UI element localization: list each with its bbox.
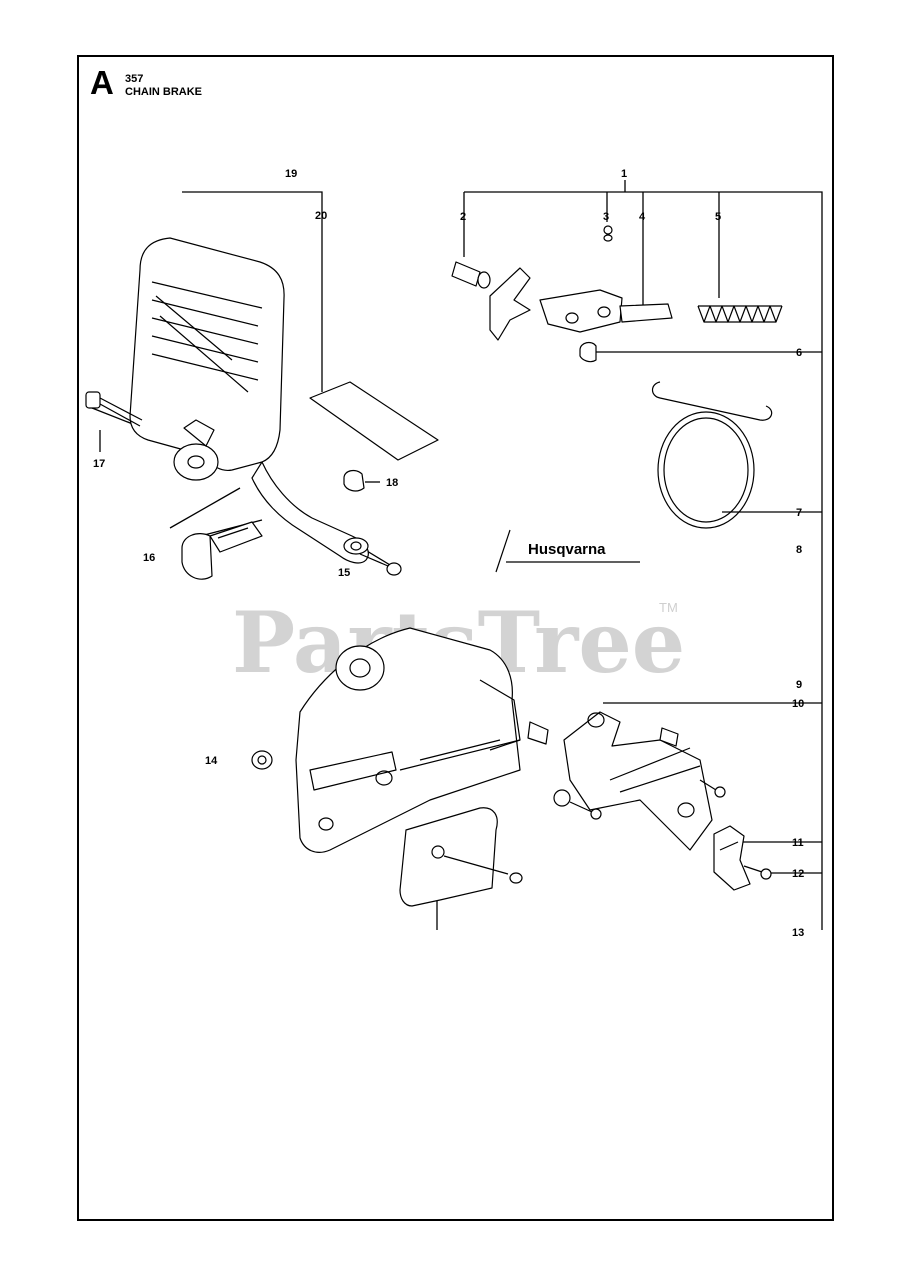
callout-2: 2 [460,211,466,223]
callout-17: 17 [93,458,105,470]
callout-18: 18 [386,477,398,489]
screw-15-part [359,553,402,576]
callout-9: 9 [796,679,802,691]
diagram-frame [77,55,834,1221]
hand-guard-part [129,237,369,564]
callout-labels: 1 2 3 4 5 6 7 8 9 10 11 12 13 14 15 16 1… [93,168,804,939]
section-title: CHAIN BRAKE [125,86,202,98]
callout-8: 8 [796,544,802,556]
brand-label: Husqvarna [528,541,606,558]
callout-6: 6 [796,347,802,359]
decal-part [309,381,439,461]
guide-plate-part [399,807,523,907]
washer-6-part [579,341,597,363]
brake-lever-4-part [489,267,673,341]
brake-band-7-part [651,381,773,529]
callout-7: 7 [796,507,802,519]
husqvarna-decal-part: Husqvarna [495,529,640,573]
callout-15: 15 [338,567,350,579]
callout-1: 1 [621,168,627,180]
spring-5-part [697,305,783,323]
callout-5: 5 [715,211,721,223]
callout-19: 19 [285,168,297,180]
callout-12: 12 [792,868,804,880]
clutch-cover-14-part [251,627,549,853]
callout-14: 14 [205,755,218,767]
screw-3-part [603,225,613,242]
cover-9-10-part [553,711,726,851]
screw-12-part [743,865,772,880]
clip-18-part [343,469,365,492]
model-number: 357 [125,73,144,85]
callout-11: 11 [792,837,804,849]
chain-catcher-11-part [713,825,751,891]
callout-10: 10 [792,698,804,710]
watermark-trademark: TM [659,600,678,615]
section-letter: A [90,64,114,101]
callout-4: 4 [639,211,646,223]
callout-3: 3 [603,211,609,223]
callout-16: 16 [143,552,155,564]
pin-2-part [451,261,491,289]
callout-13: 13 [792,927,804,939]
sleeve-16-part [181,521,263,580]
bolt-17-part [85,391,143,427]
callout-20: 20 [315,210,327,222]
